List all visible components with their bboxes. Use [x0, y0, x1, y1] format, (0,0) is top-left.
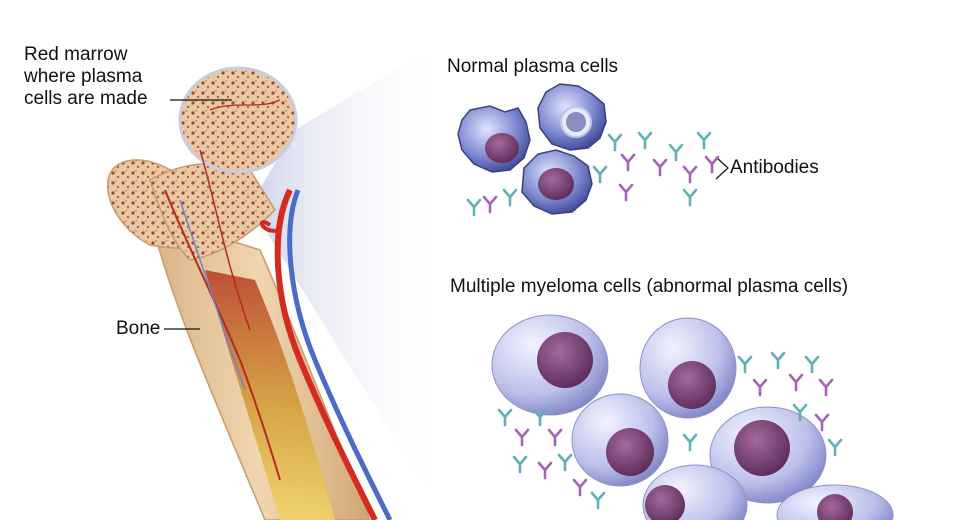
normal-plasma-cell	[457, 105, 531, 173]
femur-bone	[107, 66, 371, 520]
femoral-head	[178, 66, 298, 174]
red-marrow-label: Red marrow where plasma cells are made	[24, 44, 148, 110]
myeloma-cell	[639, 317, 737, 419]
antibodies-bracket	[715, 156, 729, 180]
myeloma-cell	[571, 393, 669, 487]
myeloma-cell	[776, 484, 894, 520]
myeloma-cell	[642, 464, 748, 520]
antibodies-label: Antibodies	[730, 157, 819, 178]
normal-plasma-cell	[521, 149, 593, 215]
red-marrow-line-1: Red marrow	[24, 44, 128, 65]
normal-plasma-cell	[537, 83, 607, 151]
marrow-cavity	[205, 270, 335, 520]
red-marrow-line-2: where plasma	[24, 66, 143, 87]
red-marrow-line-3: cells are made	[24, 88, 148, 109]
normal-plasma-cells	[457, 83, 607, 215]
myeloma-cell	[491, 314, 609, 416]
myeloma-cells-title: Multiple myeloma cells (abnormal plasma …	[450, 276, 849, 297]
blood-vessels	[259, 188, 393, 520]
normal-plasma-cells-title: Normal plasma cells	[447, 56, 619, 77]
zoom-wedge	[250, 40, 445, 520]
myeloma-cells	[491, 314, 894, 520]
bone-label: Bone	[116, 318, 161, 339]
myeloma-cell	[709, 406, 827, 504]
